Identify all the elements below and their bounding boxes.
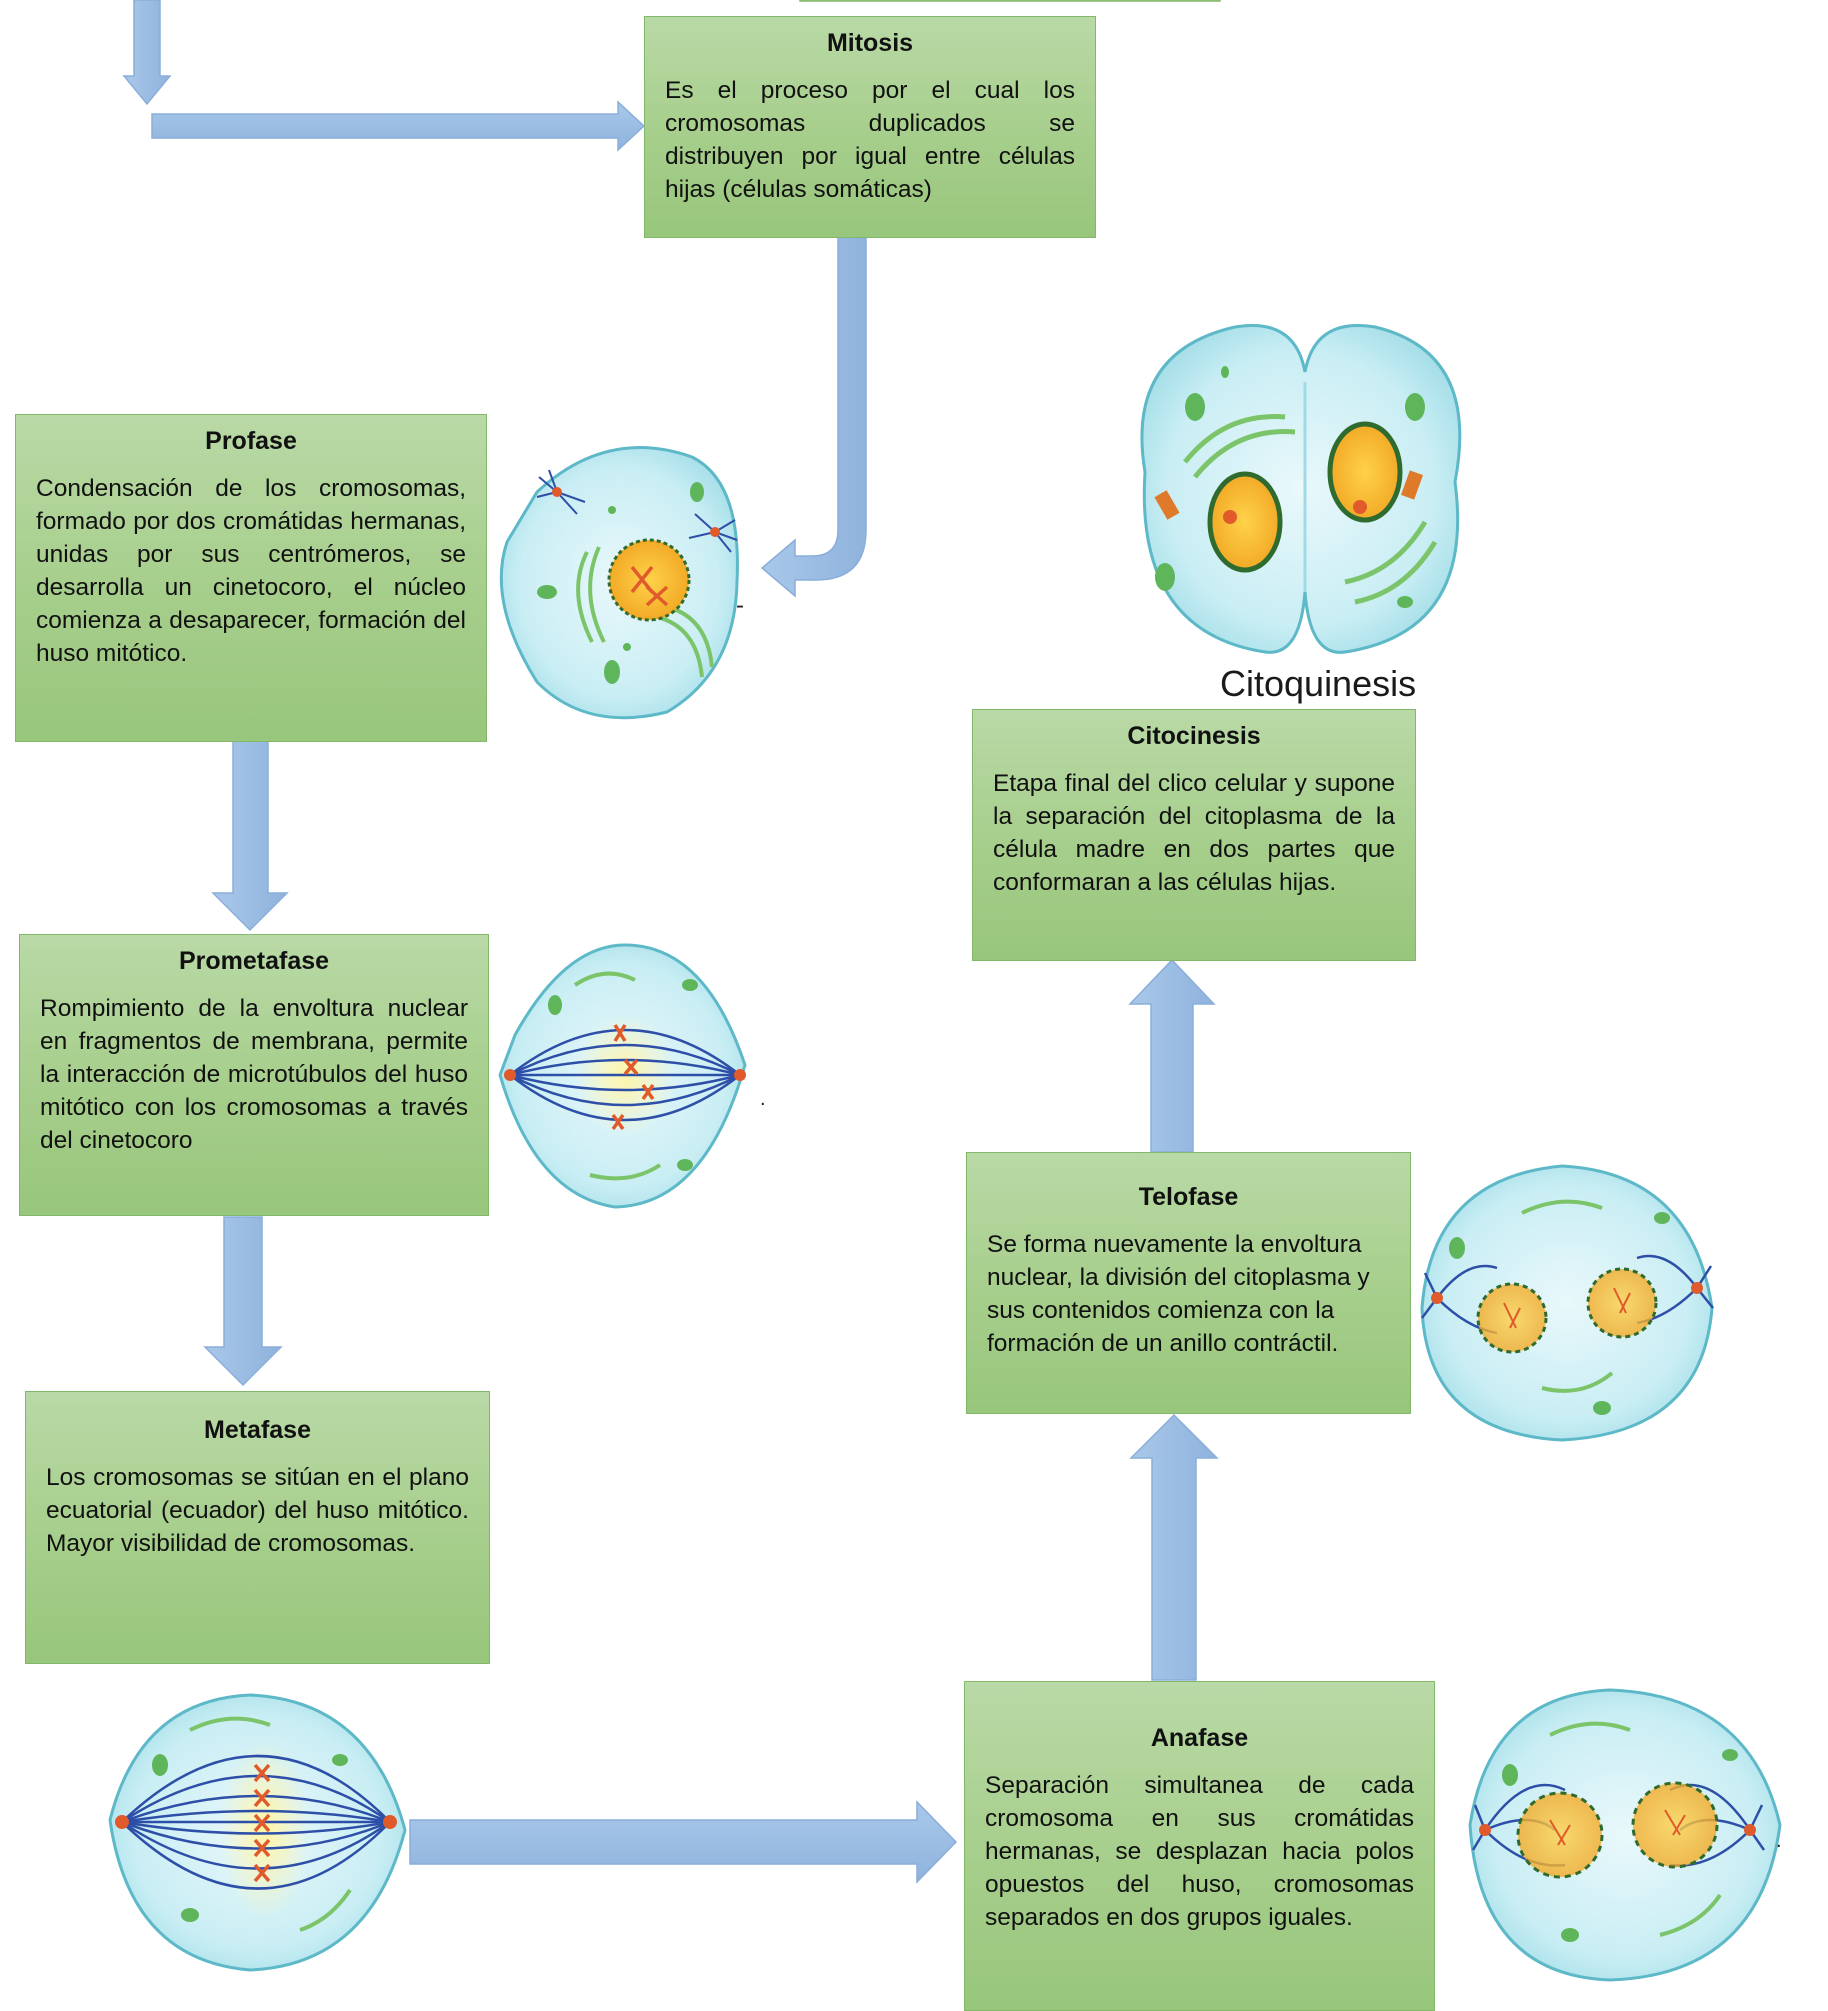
profase-text: Condensación de los cromosomas, formado … xyxy=(36,475,466,667)
svg-text:-: - xyxy=(736,592,744,619)
mitosis-box: Mitosis Es el proceso por el cual los cr… xyxy=(644,16,1096,238)
top-partial-box xyxy=(799,0,1221,2)
anafase-cell-image xyxy=(1468,1688,1782,1982)
anafase-title: Anafase xyxy=(1150,1724,1249,1752)
prometafase-cell-image xyxy=(498,943,747,1209)
profase-cell-image xyxy=(499,446,739,720)
mitosis-title: Mitosis xyxy=(826,29,914,57)
svg-text:.: . xyxy=(760,1088,766,1110)
telofase-text: Se forma nuevamente la envoltura nuclear… xyxy=(987,1231,1370,1357)
arrow-to-mitosis xyxy=(151,100,646,152)
telofase-cell-image xyxy=(1420,1164,1714,1442)
citocinesis-title: Citocinesis xyxy=(1127,722,1261,750)
arrow-prometafase-to-metafase xyxy=(203,1216,283,1387)
telofase-title: Telofase xyxy=(1138,1183,1239,1211)
anafase-text: Separación simultanea de cada cromosoma … xyxy=(985,1772,1414,1931)
arrow-metafase-to-anafase xyxy=(409,1800,958,1884)
prometafase-box: Prometafase Rompimiento de la envoltura … xyxy=(19,934,489,1216)
prometafase-text: Rompimiento de la envoltura nuclear en f… xyxy=(40,995,468,1154)
svg-text:.: . xyxy=(1776,1830,1782,1852)
arrow-top-down xyxy=(122,0,172,106)
citocinesis-box: Citocinesis Etapa final del clico celula… xyxy=(972,709,1416,961)
profase-title: Profase xyxy=(205,427,297,455)
metafase-cell-image xyxy=(108,1693,407,1972)
arrow-profase-to-prometafase xyxy=(211,734,289,932)
metafase-text: Los cromosomas se sitúan en el plano ecu… xyxy=(46,1464,469,1557)
arrow-telofase-to-citocinesis xyxy=(1128,958,1216,1153)
arrow-anafase-to-telofase xyxy=(1129,1413,1219,1681)
citoquinesis-caption: Citoquinesis xyxy=(1220,663,1417,704)
arrow-mitosis-to-profase xyxy=(760,234,867,598)
anafase-box: Anafase Separación simultanea de cada cr… xyxy=(964,1681,1435,2011)
citoquinesis-image xyxy=(1140,324,1462,654)
citocinesis-text: Etapa final del clico celular y supone l… xyxy=(993,770,1395,896)
profase-box: Profase Condensación de los cromosomas, … xyxy=(15,414,487,742)
prometafase-title: Prometafase xyxy=(178,947,330,975)
telofase-box: Telofase Se forma nuevamente la envoltur… xyxy=(966,1152,1411,1414)
metafase-box: Metafase Los cromosomas se sitúan en el … xyxy=(25,1391,490,1664)
mitosis-text: Es el proceso por el cual los cromosomas… xyxy=(665,77,1075,203)
metafase-title: Metafase xyxy=(204,1416,311,1444)
